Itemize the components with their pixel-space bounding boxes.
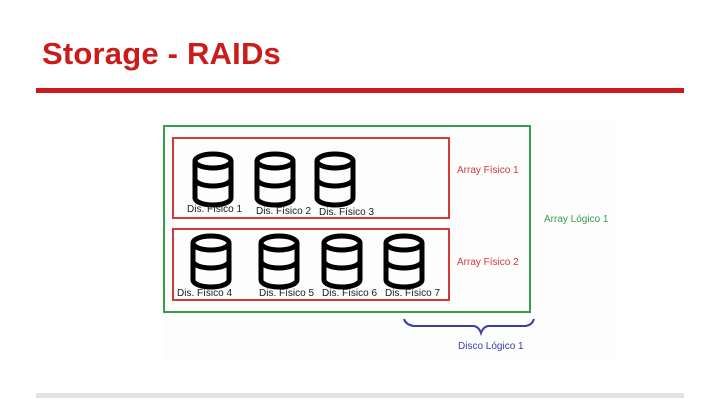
- disk-label: Dis. Físico 2: [256, 206, 311, 217]
- footer-rule: [36, 393, 684, 398]
- physical-array-2-box: [172, 228, 450, 301]
- disk-label: Dis. Físico 4: [177, 288, 232, 299]
- disk-icon: [190, 233, 232, 290]
- disk-icon: [258, 233, 300, 290]
- disk-label: Dis. Físico 6: [322, 288, 377, 299]
- disk-icon: [254, 151, 296, 208]
- disk-label: Dis. Físico 7: [385, 288, 440, 299]
- disk-label: Dis. Físico 1: [187, 204, 242, 215]
- logical-array-label: Array Lógico 1: [544, 214, 609, 225]
- logical-array-box: [163, 125, 531, 313]
- logical-disk-brace: [403, 318, 535, 337]
- title-underline: [36, 88, 684, 93]
- disk-icon: [192, 151, 234, 208]
- physical-array-1-label: Array Físico 1: [457, 165, 519, 176]
- disk-icon: [383, 233, 425, 290]
- slide-title: Storage - RAIDs: [42, 36, 281, 71]
- disk-icon: [314, 151, 356, 208]
- physical-array-1-box: [172, 137, 450, 219]
- logical-disk-label: Disco Lógico 1: [458, 341, 524, 352]
- disk-label: Dis. Físico 3: [319, 207, 374, 218]
- physical-array-2-label: Array Físico 2: [457, 257, 519, 268]
- disk-icon: [321, 233, 363, 290]
- disk-label: Dis. Físico 5: [259, 288, 314, 299]
